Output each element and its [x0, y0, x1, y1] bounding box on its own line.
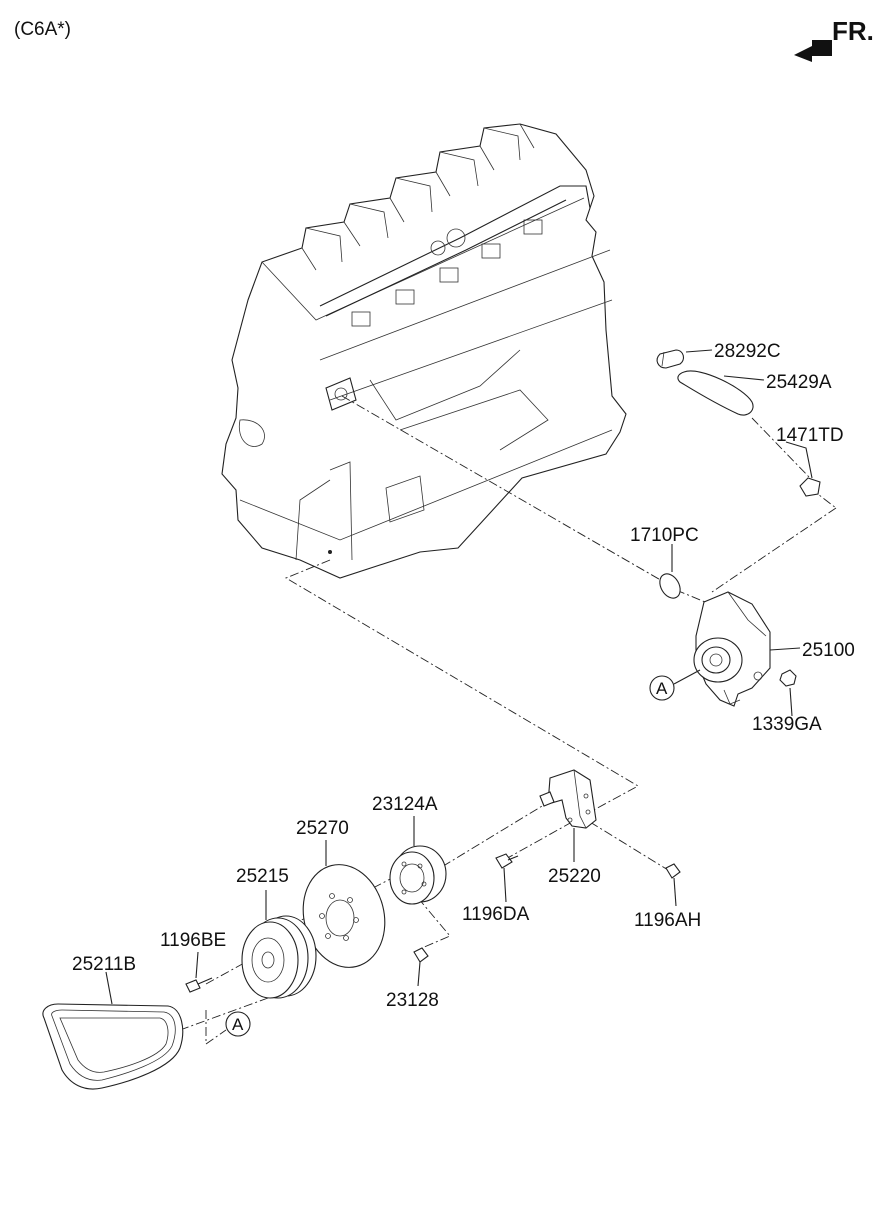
crankshaft-pulley [241, 915, 317, 999]
svg-text:A: A [232, 1015, 244, 1034]
v-belt [42, 1003, 184, 1090]
pulley-bolt [185, 977, 213, 993]
thermostat-bolt [799, 477, 821, 497]
water-pump [693, 591, 771, 707]
part-label-1196be: 1196BE [160, 930, 226, 951]
part-label-25100: 25100 [802, 640, 855, 661]
reference-a-top: A [649, 675, 675, 701]
variant-code: (C6A*) [14, 19, 71, 40]
part-label-23128: 23128 [386, 990, 439, 1011]
part-label-1710pc: 1710PC [630, 525, 699, 546]
part-label-1196da: 1196DA [462, 904, 530, 925]
water-hose [677, 370, 754, 416]
part-label-25270: 25270 [296, 818, 349, 839]
damper-plate [302, 864, 386, 968]
part-label-25220: 25220 [548, 866, 601, 887]
hub-bolt [413, 947, 429, 963]
part-label-25215: 25215 [236, 866, 289, 887]
hose-clamp [656, 349, 685, 369]
part-label-28292c: 28292C [714, 341, 781, 362]
bracket-bolt-1196ah [665, 863, 681, 879]
engine-block [221, 123, 627, 579]
reference-a-bottom: A [225, 1011, 251, 1037]
fan-bracket [539, 769, 597, 829]
assembly-lines [179, 395, 837, 1045]
pump-nut [779, 669, 797, 687]
part-label-1339ga: 1339GA [752, 714, 822, 735]
front-arrow-icon [794, 40, 832, 62]
o-ring-gasket [659, 573, 681, 599]
part-label-1471td: 1471TD [776, 425, 844, 446]
front-direction-label: FR. [832, 16, 874, 46]
part-label-23124a: 23124A [372, 794, 438, 815]
part-label-1196ah: 1196AH [634, 910, 701, 931]
bracket-bolt-1196da [495, 853, 519, 869]
part-label-25211b: 25211B [72, 954, 136, 975]
part-label-25429a: 25429A [766, 372, 832, 393]
fan-hub [389, 845, 447, 905]
svg-text:A: A [656, 679, 668, 698]
